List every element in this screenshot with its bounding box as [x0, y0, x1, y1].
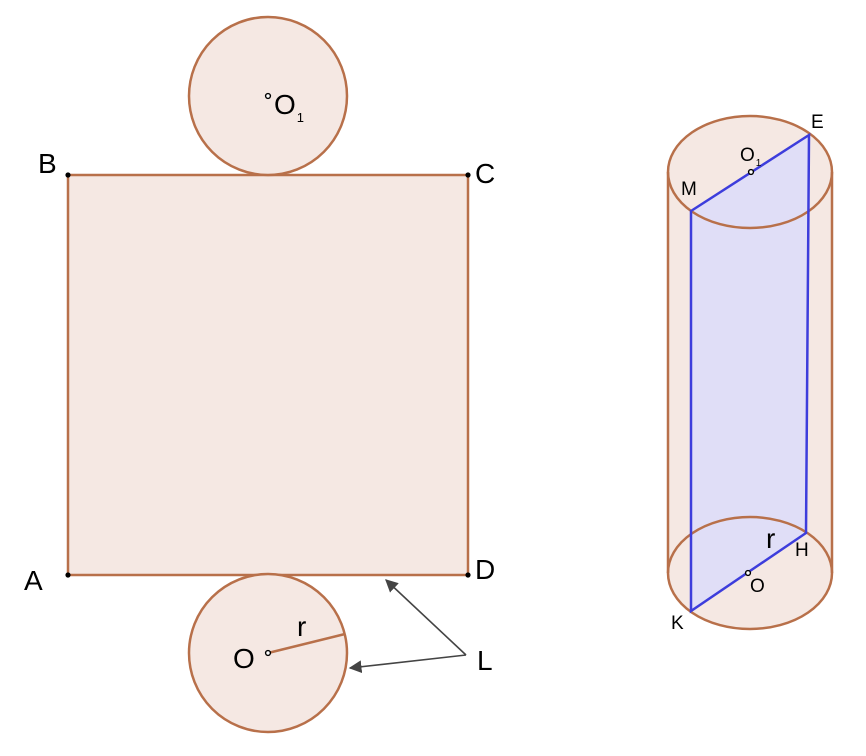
point-d: [465, 572, 471, 578]
label-l: L: [477, 645, 493, 676]
point-o-cylinder: [744, 569, 752, 577]
label-r-cylinder: r: [766, 523, 775, 554]
lateral-rectangle-abcd: [66, 173, 470, 577]
point-o1-net: [264, 92, 272, 100]
label-r-net: r: [297, 611, 306, 642]
label-o1-net: O1: [274, 89, 304, 125]
point-c: [465, 172, 471, 178]
section-mehk-fill: [691, 135, 809, 611]
label-k: K: [671, 613, 684, 634]
label-b: B: [38, 148, 57, 179]
section-mehk-outline: [689, 132, 811, 614]
label-e: E: [811, 112, 824, 133]
cylinder-net: B C A D O1 O r L: [24, 15, 495, 734]
arrow-to-circle-edge: [348, 654, 467, 674]
point-b: [65, 172, 71, 178]
arrow-to-rectangle-edge: [385, 579, 467, 656]
label-h: H: [795, 540, 809, 561]
label-o1-cylinder: O1: [740, 145, 762, 169]
label-o-cylinder: O: [750, 576, 765, 597]
net-radius-segment: [267, 632, 346, 655]
bottom-base-front-arc: [666, 572, 834, 631]
label-d: D: [475, 554, 495, 585]
label-o-net: O: [233, 643, 255, 674]
bottom-base-back-arc: [666, 515, 834, 574]
label-c: C: [475, 158, 495, 189]
label-a: A: [24, 565, 43, 596]
point-a: [65, 572, 71, 578]
cylinder-3d: E M O1 H r O K: [666, 112, 834, 634]
label-m: M: [681, 179, 697, 200]
point-o-net: [264, 649, 272, 657]
point-o1-cylinder: [747, 168, 755, 176]
